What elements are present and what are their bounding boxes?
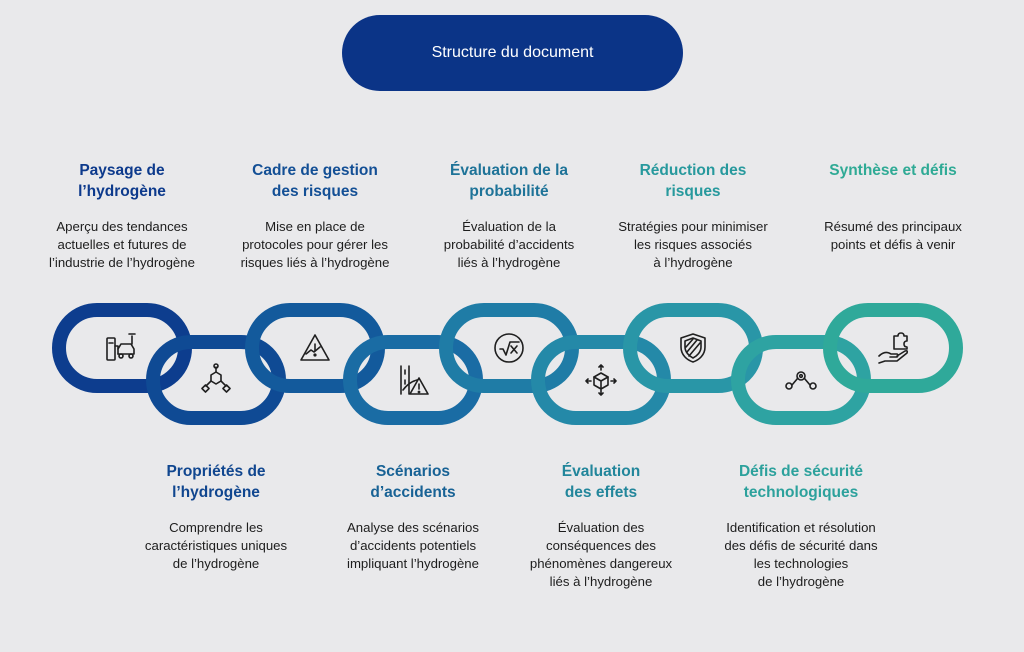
step-title: Synthèse et défis — [793, 160, 993, 181]
step-description-line: probabilité d’accidents — [443, 237, 575, 252]
warning-triangle-icon — [300, 334, 330, 361]
step-description: Stratégies pour minimiser les risques ass… — [593, 218, 793, 272]
step-description-line: Stratégies pour minimiser — [618, 219, 768, 234]
step-title-line: d’accidents — [370, 484, 456, 501]
step-description-line: Analyse des scénarios — [347, 520, 479, 535]
step-title-line: l’hydrogène — [78, 183, 166, 200]
node-link-icon — [785, 371, 817, 390]
step-title-line: Évaluation — [561, 463, 641, 480]
step-title-line: des effets — [564, 484, 638, 501]
step-title-line: Cadre de gestion — [252, 162, 378, 179]
step-description: Évaluation des conséquences des phénomènes… — [501, 519, 701, 591]
step-description-line: phénomènes dangereux — [529, 556, 673, 571]
step-description: Mise en place de protocoles pour gérer le… — [215, 218, 415, 272]
step-title: Réduction des risques — [593, 160, 793, 202]
step-title-line: Évaluation de la — [449, 162, 568, 179]
step-title: Cadre de gestion des risques — [215, 160, 415, 202]
step-description-line: conséquences des — [546, 538, 656, 553]
step-title-line: probabilité — [469, 183, 549, 200]
document-title: Structure du document — [431, 44, 594, 61]
step-description-line: à l’hydrogène — [653, 255, 733, 270]
step-title-line: Propriétés de — [166, 463, 266, 480]
step-description-line: Évaluation des — [557, 520, 645, 535]
step-title: Scénarios d’accidents — [313, 461, 513, 503]
step-title-line: Synthèse et défis — [829, 162, 957, 179]
step-description-line: de l’hydrogène — [172, 556, 260, 571]
step-description-line: Aperçu des tendances — [56, 219, 188, 234]
step-title: Paysage de l’hydrogène — [22, 160, 222, 202]
shield-icon — [680, 333, 706, 363]
step-title: Évaluation des effets — [501, 461, 701, 503]
step-description: Résumé des principaux points et défis à v… — [793, 218, 993, 254]
step-description-line: Mise en place de — [265, 219, 365, 234]
step-title-line: risques — [665, 183, 721, 200]
step-description-line: Identification et résolution — [726, 520, 876, 535]
step-description-line: liés à l’hydrogène — [457, 255, 561, 270]
step-description-line: des défis de sécurité dans — [724, 538, 878, 553]
chain-link-9 — [823, 303, 963, 393]
step-description-line: Comprendre les — [169, 520, 263, 535]
step-description-line: risques liés à l’hydrogène — [240, 255, 390, 270]
step-description-line: liés à l’hydrogène — [549, 574, 653, 589]
step-description-line: caractéristiques uniques — [144, 538, 288, 553]
step-description-line: Résumé des principaux — [824, 219, 962, 234]
step-title: Propriétés de l’hydrogène — [116, 461, 316, 503]
step-description-line: points et défis à venir — [830, 237, 956, 252]
step-description-line: impliquant l’hydrogène — [347, 556, 479, 571]
step-title-line: Défis de sécurité — [738, 463, 864, 480]
step-description-line: protocoles pour gérer les — [242, 237, 388, 252]
step-description: Analyse des scénarios d’accidents potenti… — [313, 519, 513, 573]
step-description-line: d’accidents potentiels — [349, 538, 477, 553]
step-description-line: les technologies — [753, 556, 849, 571]
step-description-line: les risques associés — [633, 237, 752, 252]
molecule-icon — [201, 363, 231, 393]
step-description: Aperçu des tendances actuelles et futures… — [22, 218, 222, 272]
step-description: Évaluation de la probabilité d’accidents l… — [409, 218, 609, 272]
step-description: Comprendre les caractéristiques uniques de… — [116, 519, 316, 573]
step-description-line: Évaluation de la — [462, 219, 556, 234]
step-title-line: des risques — [271, 183, 359, 200]
step-title-line: Scénarios — [375, 463, 451, 480]
step-description-line: actuelles et futures de — [57, 237, 187, 252]
step-title-line: technologiques — [743, 484, 859, 501]
step-title-line: Paysage de — [79, 162, 165, 179]
title-pill: Structure du document — [342, 15, 683, 91]
road-hazard-icon — [400, 365, 429, 395]
hydrogen-car-refuel-icon — [106, 333, 136, 361]
square-root-icon — [494, 333, 524, 363]
step-title-line: l’hydrogène — [172, 484, 260, 501]
step-description: Identification et résolution des défis de… — [701, 519, 901, 591]
step-title-line: Réduction des — [639, 162, 747, 179]
puzzle-hand-icon — [878, 332, 909, 364]
cube-expand-icon — [585, 364, 617, 396]
step-description-line: de l’hydrogène — [757, 574, 845, 589]
step-description-line: l’industrie de l’hydrogène — [49, 255, 195, 270]
step-title: Évaluation de la probabilité — [409, 160, 609, 202]
step-title: Défis de sécurité technologiques — [701, 461, 901, 503]
